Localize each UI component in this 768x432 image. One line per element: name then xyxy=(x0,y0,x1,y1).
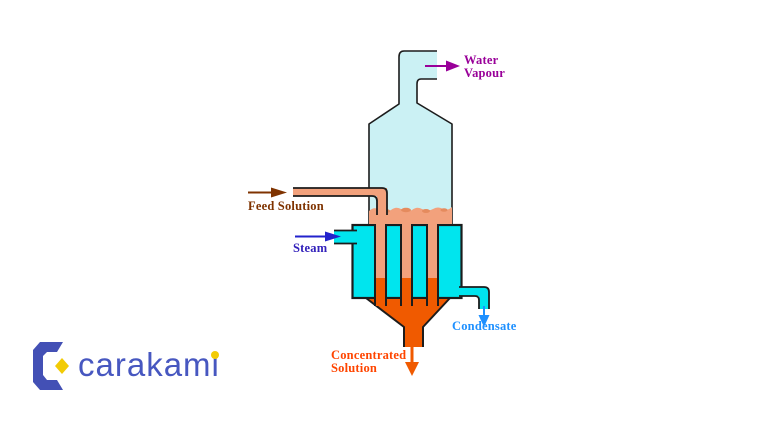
concentrated-solution-label: Concentrated Solution xyxy=(331,349,406,375)
vessel-outline-right xyxy=(416,78,453,226)
steam-arrow xyxy=(295,231,341,242)
water-vapour-label-line2: Vapour xyxy=(464,66,506,80)
feed-arrow xyxy=(248,187,287,198)
steam-label: Steam xyxy=(293,241,328,255)
concentrate-arrow xyxy=(405,347,419,376)
heating-tubes xyxy=(374,212,439,306)
conical-bottom xyxy=(366,298,450,347)
water-vapour-arrow xyxy=(425,60,460,72)
heating-tube xyxy=(400,212,413,306)
concentrated-solution-label-line2: Solution xyxy=(331,361,378,375)
feed-solution-label: Feed Solution xyxy=(248,199,324,213)
logo-wordmark: carakami xyxy=(78,346,220,383)
logo-c-mark xyxy=(33,342,63,390)
condensate-pipe xyxy=(459,286,490,309)
logo-diamond-icon xyxy=(55,358,69,374)
heating-tube xyxy=(426,212,439,306)
vessel-outline-left xyxy=(368,50,437,226)
feed-pipe xyxy=(293,187,388,215)
condensate-label: Condensate xyxy=(452,319,517,333)
water-vapour-label: Water Vapour xyxy=(464,54,505,80)
concentrated-solution-label-line1: Concentrated xyxy=(331,348,407,362)
vessel-body xyxy=(369,51,452,225)
condensate-arrow xyxy=(478,306,490,327)
steam-inlet-pipe xyxy=(334,229,357,245)
water-vapour-label-line1: Water xyxy=(464,53,499,67)
logo-i-dot xyxy=(211,351,219,359)
heating-tube xyxy=(374,212,387,306)
